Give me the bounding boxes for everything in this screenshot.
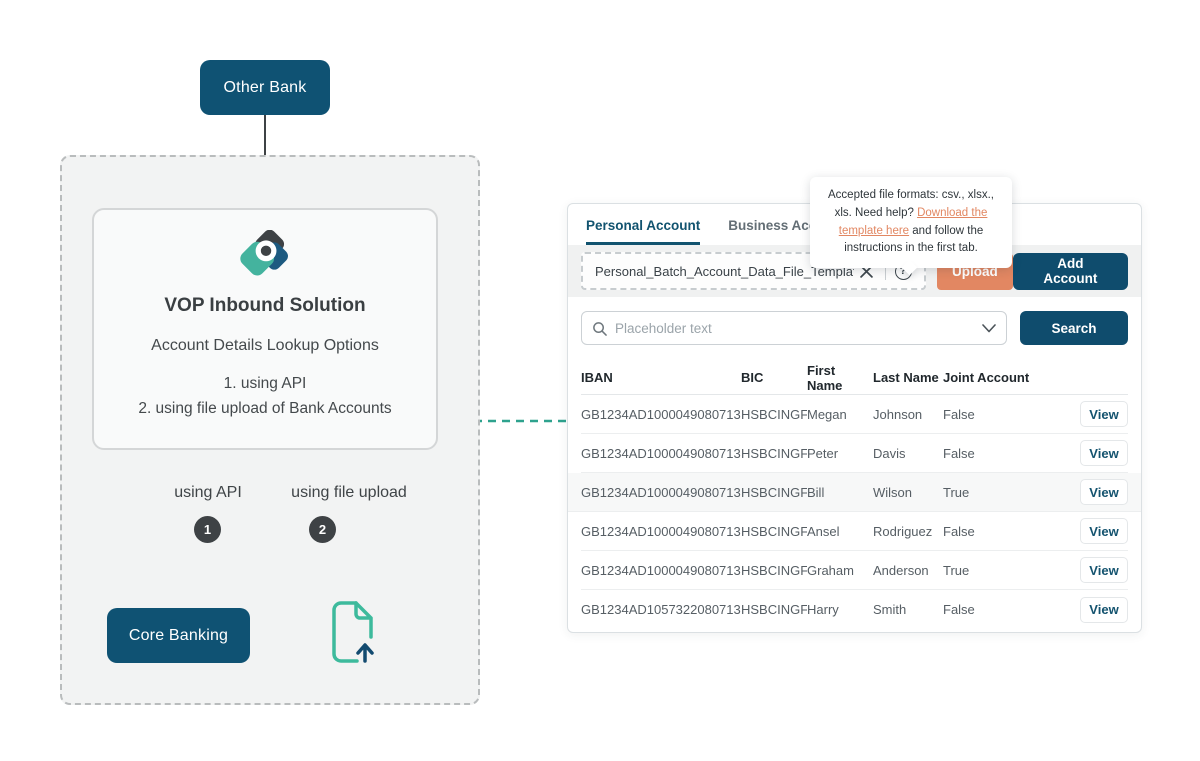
upload-help-tooltip: Accepted file formats: csv., xlsx., xls.… xyxy=(810,177,1012,276)
file-upload-icon xyxy=(332,601,374,663)
vop-logo-icon xyxy=(240,229,288,276)
view-button[interactable]: View xyxy=(1080,440,1128,466)
tab-personal-account[interactable]: Personal Account xyxy=(586,218,701,245)
header-joint-account: Joint Account xyxy=(943,370,1030,385)
table-row: GB1234AD10573220807132 HSBCINGF Harry Sm… xyxy=(581,590,1128,629)
card-subtitle: Account Details Lookup Options xyxy=(151,337,379,354)
tooltip-text-after: and follow the instructions in the first… xyxy=(844,224,984,255)
selected-filename: Personal_Batch_Account_Data_File_Templat… xyxy=(595,263,854,279)
view-button[interactable]: View xyxy=(1080,596,1128,623)
search-button[interactable]: Search xyxy=(1020,311,1128,345)
upload-toolbar: Personal_Batch_Account_Data_File_Templat… xyxy=(568,245,1141,297)
table-row: GB1234AD10000490807132 HSBCINGF Graham A… xyxy=(581,551,1128,590)
table-header-row: IBAN BIC First Name Last Name Joint Acco… xyxy=(581,361,1128,395)
cell-last-name: Johnson xyxy=(873,406,923,422)
card-title: VOP Inbound Solution xyxy=(164,295,366,316)
chevron-down-icon[interactable] xyxy=(982,323,996,333)
cell-bic: HSBCINGF xyxy=(741,445,807,461)
cell-first-name: Bill xyxy=(807,484,825,500)
cell-bic: HSBCINGF xyxy=(741,562,807,578)
cell-joint-account: False xyxy=(943,523,975,539)
branch-badge-2: 2 xyxy=(309,516,336,543)
tooltip-text-before: Accepted file formats: csv., xlsx., xls.… xyxy=(828,189,994,219)
download-template-link[interactable]: Download the template here xyxy=(838,206,988,237)
cell-first-name: Megan xyxy=(807,406,847,422)
cell-bic: HSBCINGF xyxy=(741,406,807,422)
cell-joint-account: False xyxy=(943,406,975,422)
accounts-table: IBAN BIC First Name Last Name Joint Acco… xyxy=(568,361,1141,629)
table-row: GB1234AD10000490807132 HSBCINGF Megan Jo… xyxy=(581,395,1128,434)
view-button[interactable]: View xyxy=(1080,557,1128,583)
branch-badge-1: 1 xyxy=(194,516,221,543)
search-icon xyxy=(593,321,607,336)
cell-first-name: Graham xyxy=(807,562,854,578)
vop-solution-card: VOP Inbound Solution Account Details Loo… xyxy=(92,208,438,450)
cell-iban: GB1234AD10000490807132 xyxy=(581,523,741,539)
core-banking-node[interactable]: Core Banking xyxy=(107,608,250,663)
cell-last-name: Wilson xyxy=(873,484,913,500)
table-row: GB1234AD10000490807132 HSBCINGF Bill Wil… xyxy=(568,473,1141,512)
header-bic: BIC xyxy=(741,370,764,385)
cell-bic: HSBCINGF xyxy=(741,484,807,500)
option-file-upload: 2. using file upload of Bank Accounts xyxy=(138,400,392,417)
other-bank-node[interactable]: Other Bank xyxy=(200,60,330,115)
add-account-button[interactable]: Add Account xyxy=(1012,252,1128,290)
cell-last-name: Davis xyxy=(873,445,906,461)
search-toolbar: Placeholder text Search xyxy=(568,297,1141,357)
table-row: GB1234AD10000490807132 HSBCINGF Peter Da… xyxy=(581,434,1128,473)
cell-iban: GB1234AD10000490807132 xyxy=(581,562,741,578)
header-last-name: Last Name xyxy=(873,370,939,385)
header-iban: IBAN xyxy=(581,370,613,385)
view-button[interactable]: View xyxy=(1080,401,1128,427)
file-dropzone[interactable]: Personal_Batch_Account_Data_File_Templat… xyxy=(581,252,926,290)
search-input[interactable]: Placeholder text xyxy=(581,311,1007,345)
branch-label-using-file-upload: using file upload xyxy=(291,484,407,501)
cell-last-name: Anderson xyxy=(873,562,929,578)
account-upload-panel: Personal Account Business Account Person… xyxy=(567,203,1142,633)
cell-joint-account: True xyxy=(943,562,970,578)
header-first-name: First Name xyxy=(807,362,843,393)
cell-iban: GB1234AD10573220807132 xyxy=(581,602,741,617)
option-using-api: 1. using API xyxy=(223,375,307,392)
cell-joint-account: False xyxy=(943,445,975,461)
cell-last-name: Rodriguez xyxy=(873,523,933,539)
cell-iban: GB1234AD10000490807132 xyxy=(581,484,741,500)
cell-joint-account: True xyxy=(943,484,970,500)
view-button[interactable]: View xyxy=(1080,518,1128,544)
table-row: GB1234AD10000490807132 HSBCINGF Ansel Ro… xyxy=(581,512,1128,551)
branch-label-using-api: using API xyxy=(174,484,242,501)
cell-first-name: Peter xyxy=(807,445,839,461)
cell-bic: HSBCINGF xyxy=(741,602,807,617)
divider xyxy=(885,262,886,280)
search-placeholder: Placeholder text xyxy=(615,320,712,336)
cell-last-name: Smith xyxy=(873,602,907,617)
cell-first-name: Harry xyxy=(807,602,839,617)
cell-bic: HSBCINGF xyxy=(741,523,807,539)
cell-iban: GB1234AD10000490807132 xyxy=(581,445,741,461)
cell-iban: GB1234AD10000490807132 xyxy=(581,406,741,422)
cell-joint-account: False xyxy=(943,602,975,617)
cell-first-name: Ansel xyxy=(807,523,840,539)
view-button[interactable]: View xyxy=(1080,479,1128,505)
